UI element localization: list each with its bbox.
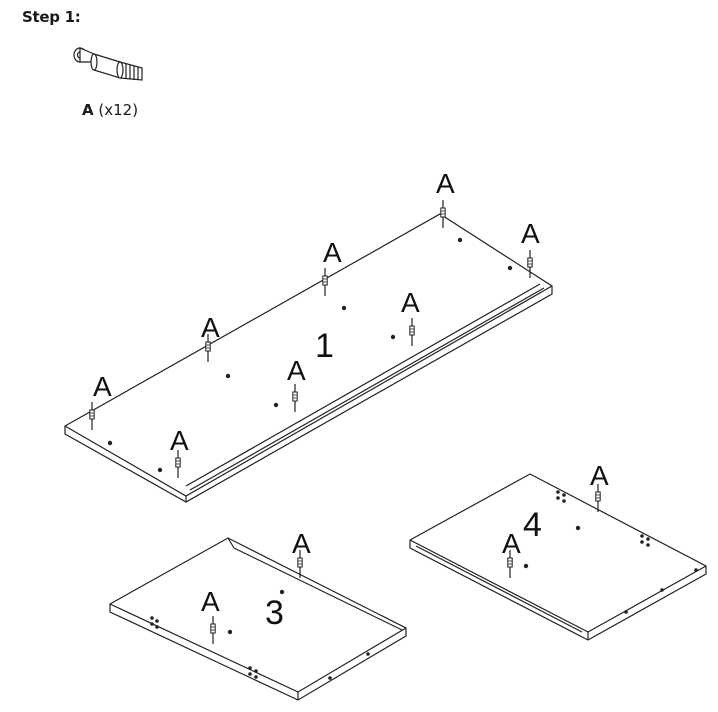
panel-number-1: 1 <box>315 327 334 365</box>
callout-a-10: A <box>201 586 220 617</box>
callout-a-3: A <box>323 237 342 268</box>
callout-a-1: A <box>436 168 455 199</box>
callout-a-11: A <box>590 460 609 491</box>
panel-1 <box>64 213 553 503</box>
callout-a-4: A <box>401 287 420 318</box>
step-title: Step 1: <box>22 8 81 26</box>
callout-a-2: A <box>521 218 540 249</box>
callout-a-7: A <box>93 371 112 402</box>
panel-4 <box>409 473 707 641</box>
panel-3 <box>109 537 407 701</box>
panel-number-4: 4 <box>523 506 542 544</box>
part-quantity: (x12) <box>93 101 139 119</box>
callout-a-9: A <box>292 528 311 559</box>
part-label: A (x12) <box>82 101 138 119</box>
callout-a-12: A <box>502 528 521 559</box>
callout-a-6: A <box>287 355 306 386</box>
panel-number-3: 3 <box>265 594 284 632</box>
callout-a-5: A <box>201 312 220 343</box>
cam-dowel-part-a-icon <box>73 47 143 81</box>
part-letter: A <box>82 101 94 119</box>
callout-a-8: A <box>170 425 189 456</box>
